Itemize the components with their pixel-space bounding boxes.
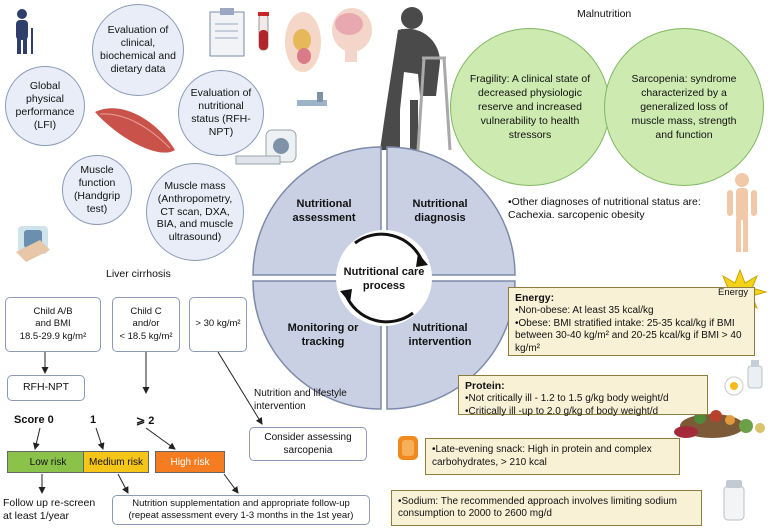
supplementation-box: Nutrition supplementation and appropriat… [112,495,370,525]
food-pile-icon [674,410,765,438]
center-disc [336,230,432,326]
protein-box: Protein: •Not critically ill - 1.2 to 1.… [458,375,708,417]
medium-risk-badge: Medium risk [83,451,149,473]
snack-box: •Late-evening snack: High in protein and… [425,438,680,475]
bubble-evaluation-nutritional: Evaluation of nutritional status (RFH-NP… [178,70,264,156]
bubble-muscle-mass: Muscle mass (Anthropometry, CT scan, DXA… [146,163,244,261]
quadrant-assessment [252,146,382,276]
score-0-label: Score 0 [14,414,54,426]
label-monitoring-tracking: Monitoring or tracking [287,322,359,349]
quadrant-diagnosis [386,146,516,276]
cycle-arrow-bottom [344,294,414,324]
label-nutritional-diagnosis: Nutritional diagnosis [412,198,468,225]
bubble-evaluation-clinical: Evaluation of clinical, biochemical and … [92,4,184,96]
brain-head-icon [332,8,372,62]
energy-title: Energy: [515,292,555,304]
dxa-machine-icon [297,92,327,106]
box-rfh-npt: RFH-NPT [7,375,85,401]
low-risk-badge: Low risk [7,451,89,473]
care-process-cycle [252,146,516,410]
score-2-label: ⩾ 2 [136,415,155,427]
elderly-walker-icon [380,7,440,154]
protein-line-1: •Not critically ill - 1.2 to 1.5 g/kg bo… [465,393,669,405]
elderly-cane-icon [16,9,33,54]
other-diagnoses-text: •Other diagnoses of nutritional status a… [508,196,701,222]
liver-cirrhosis-title: Liver cirrhosis [106,268,171,280]
energy-line-2: •Obese: BMI stratified intake: 25-35 kca… [515,317,742,354]
protein-title: Protein: [465,380,505,392]
box-child-c: Child C and/or < 18.5 kg/m² [112,297,180,352]
score-1-label: 1 [90,414,97,426]
label-nutritional-assessment: Nutritional assessment [292,198,356,225]
label-care-process: Nutritional care process [343,266,425,293]
torso-anatomy-icon [285,12,321,72]
follow-up-text: Follow up re-screen at least 1/year [3,497,96,523]
bubble-muscle-function: Muscle function (Handgrip test) [62,155,132,225]
human-body-icon [727,173,757,252]
sarcopenia-circle: Sarcopenia: syndrome characterized by a … [604,28,764,186]
box-child-ab: Child A/B and BMI 18.5-29.9 kg/m² [5,297,101,352]
handgrip-icon [16,226,50,262]
label-nutritional-intervention: Nutritional intervention [408,322,472,349]
walker-frame-icon [416,56,452,151]
sodium-box: •Sodium: The recommended approach involv… [391,490,702,526]
high-risk-badge: High risk [155,451,225,473]
clipboard-icon [209,8,245,57]
energy-badge-label: Energy [718,287,749,298]
test-tube-icon [258,12,269,51]
bread-icon [398,436,418,460]
lifestyle-intervention-text: Nutrition and lifestyle intervention [254,388,347,412]
protein-line-2: •Critically ill -up to 2.0 g/kg of body … [465,405,659,417]
bubble-global-physical: Global physical performance (LFI) [5,66,85,146]
ct-scanner-icon [235,129,297,165]
milk-bottle-icon [747,360,763,389]
salt-shaker-icon [723,480,745,521]
quadrant-monitoring [252,280,382,410]
cycle-arrow-top [354,232,424,262]
fragility-circle: Fragility: A clinical state of decreased… [450,28,610,186]
energy-box: Energy: •Non-obese: At least 35 kcal/kg … [508,287,755,356]
consider-sarcopenia-box: Consider assessing sarcopenia [249,427,367,461]
muscle-icon [95,108,175,153]
malnutrition-title: Malnutrition [577,8,632,20]
energy-line-1: •Non-obese: At least 35 kcal/kg [515,305,654,317]
egg-icon [724,376,744,396]
box-bmi-over-30: > 30 kg/m² [189,297,247,352]
